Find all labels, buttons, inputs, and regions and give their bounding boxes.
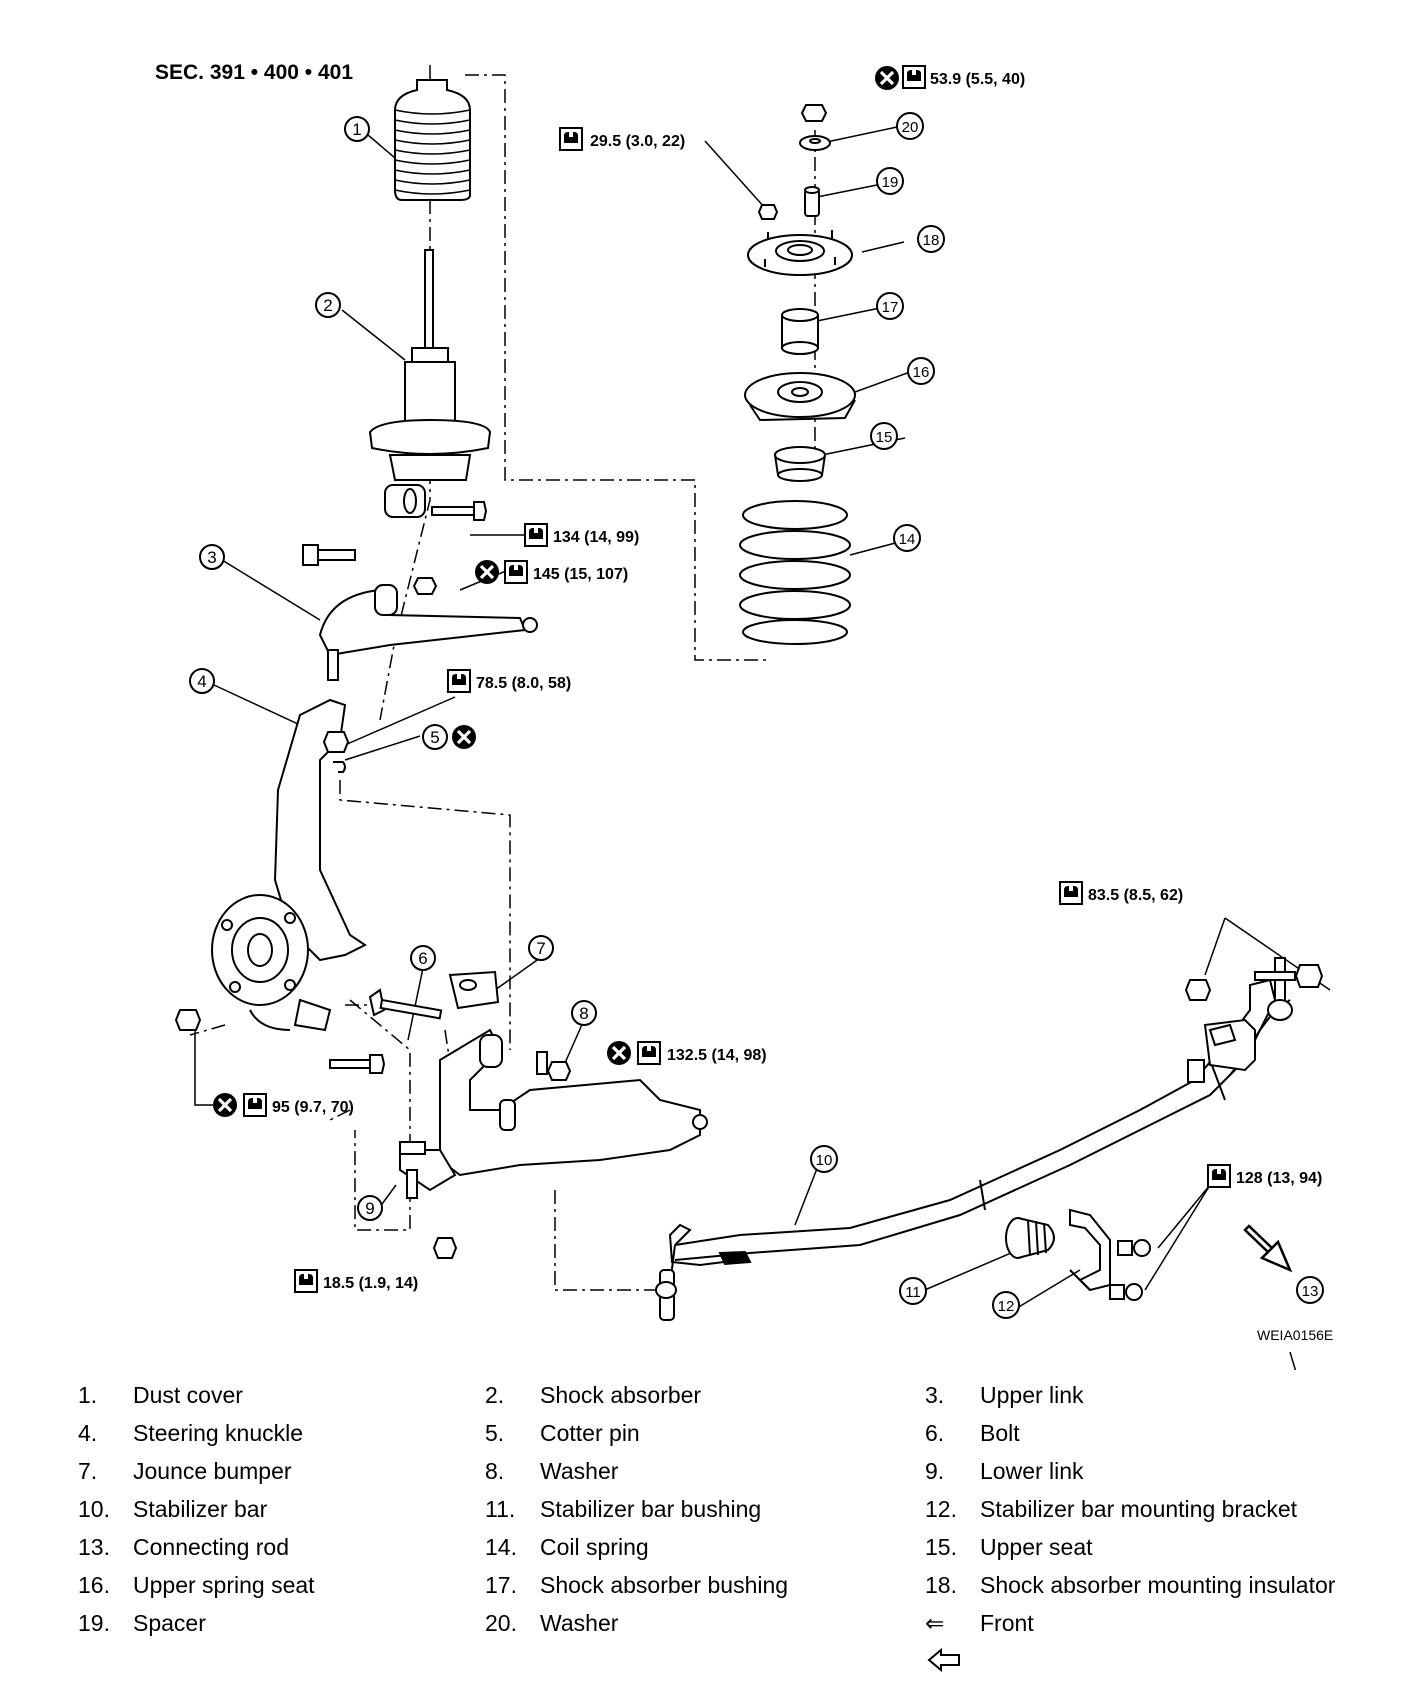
- mounting-insulator-part: [747, 230, 853, 276]
- figure-id: WEIA0156E: [1257, 1327, 1333, 1343]
- callout-17: 17: [876, 292, 904, 320]
- callout-10: 10: [810, 1145, 838, 1173]
- svg-text:10: 10: [816, 1152, 833, 1169]
- svg-text:18: 18: [923, 232, 940, 249]
- torque-insulator-nut: 29.5 (3.0, 22): [590, 133, 685, 150]
- callout-16: 16: [907, 357, 935, 385]
- svg-text:5: 5: [430, 728, 439, 747]
- cotter-pin-part: [333, 761, 346, 773]
- callout-8: 8: [571, 1000, 597, 1026]
- coil-spring-part: [739, 500, 851, 645]
- svg-text:20: 20: [902, 119, 919, 136]
- connecting-rod-part: [1184, 957, 1324, 1021]
- svg-text:16: 16: [913, 364, 930, 381]
- upper-spring-seat-part: [744, 372, 856, 422]
- callout-18: 18: [917, 225, 945, 253]
- torque-connecting-rod: 83.5 (8.5, 62): [1088, 887, 1183, 904]
- torque-ball-joint-upper: 78.5 (8.0, 58): [476, 675, 571, 692]
- callout-11: 11: [899, 1277, 927, 1305]
- torque-upper-link-nut: 145 (15, 107): [533, 566, 628, 583]
- top-nut: [800, 104, 828, 122]
- callout-13: 13: [1296, 1276, 1324, 1304]
- suspension-exploded-diagram: SEC. 391 • 400 • 401: [155, 61, 1333, 1370]
- callout-3: 3: [199, 544, 225, 570]
- ball-joint-nut: [322, 731, 350, 753]
- upper-link-nut: [412, 577, 438, 595]
- torque-lower-ball-nut: 18.5 (1.9, 14): [323, 1275, 418, 1292]
- torque-knuckle-nut: 95 (9.7, 70): [272, 1099, 354, 1116]
- svg-text:7: 7: [536, 939, 545, 958]
- upper-link-part: [302, 544, 538, 681]
- svg-text:8: 8: [579, 1004, 588, 1023]
- dust-cover-part: [394, 79, 471, 201]
- torque-lower-link-nut: 132.5 (14, 98): [667, 1047, 767, 1064]
- callout-5: 5: [422, 724, 448, 750]
- jounce-bumper-part: [448, 970, 500, 1010]
- callout-15: 15: [870, 422, 898, 450]
- front-arrow-legend-icon: [927, 1648, 960, 1672]
- svg-text:12: 12: [998, 1298, 1015, 1315]
- torque-shock-lower: 134 (14, 99): [553, 529, 639, 546]
- svg-text:1: 1: [352, 120, 361, 139]
- insulator-nut: [757, 204, 779, 220]
- lower-link-nut: [546, 1061, 572, 1081]
- section-label: SEC. 391 • 400 • 401: [155, 61, 353, 84]
- bracket-bolts: [1109, 1239, 1151, 1301]
- svg-text:14: 14: [899, 531, 916, 548]
- svg-text:15: 15: [876, 429, 893, 446]
- steering-knuckle-part: [211, 698, 367, 1032]
- upper-seat-part: [773, 446, 827, 482]
- torque-top-nut: 53.9 (5.5, 40): [930, 71, 1025, 88]
- stabilizer-bushing-part: [1005, 1217, 1055, 1259]
- washer-top-part: [799, 135, 831, 151]
- torque-bracket-bolts: 128 (13, 94): [1236, 1170, 1322, 1187]
- lower-ball-nut: [432, 1237, 458, 1259]
- washer-part: [536, 1051, 548, 1075]
- callouts: 1 2 3 4 5 6 7 8 9 10 11 12 13 14 15 16 1…: [189, 112, 1324, 1319]
- front-arrow-icon: [1243, 1224, 1293, 1273]
- shock-absorber-part: [368, 249, 492, 518]
- callout-9: 9: [357, 1195, 383, 1221]
- bolt-part: [368, 988, 443, 1020]
- knuckle-bolt: [329, 1054, 386, 1074]
- svg-text:13: 13: [1302, 1283, 1319, 1300]
- svg-text:11: 11: [905, 1284, 921, 1301]
- svg-text:19: 19: [882, 174, 899, 191]
- stabilizer-right-end: [1187, 1018, 1256, 1083]
- callout-12: 12: [992, 1291, 1020, 1319]
- knuckle-nut: [174, 1009, 202, 1031]
- shock-lower-bolt: [431, 501, 488, 521]
- stabilizer-bracket-part: [1069, 1208, 1111, 1292]
- spacer-part: [804, 186, 820, 217]
- callout-14: 14: [893, 524, 921, 552]
- lower-link-part: [399, 1028, 708, 1199]
- callout-2: 2: [315, 292, 341, 318]
- svg-text:17: 17: [882, 299, 899, 316]
- callout-20: 20: [896, 112, 924, 140]
- callout-4: 4: [189, 668, 215, 694]
- svg-text:3: 3: [207, 548, 216, 567]
- shock-bushing-part: [781, 308, 819, 355]
- svg-text:6: 6: [418, 949, 427, 968]
- callout-6: 6: [410, 945, 436, 971]
- svg-text:4: 4: [197, 672, 206, 691]
- callout-7: 7: [528, 935, 554, 961]
- leader-lines: [194, 126, 1331, 1370]
- callout-19: 19: [876, 167, 904, 195]
- svg-text:9: 9: [365, 1199, 374, 1218]
- parts-legend: 1.Dust cover 4.Steering knuckle 7.Jounce…: [0, 1370, 1408, 1694]
- svg-text:2: 2: [323, 296, 332, 315]
- callout-1: 1: [344, 116, 370, 142]
